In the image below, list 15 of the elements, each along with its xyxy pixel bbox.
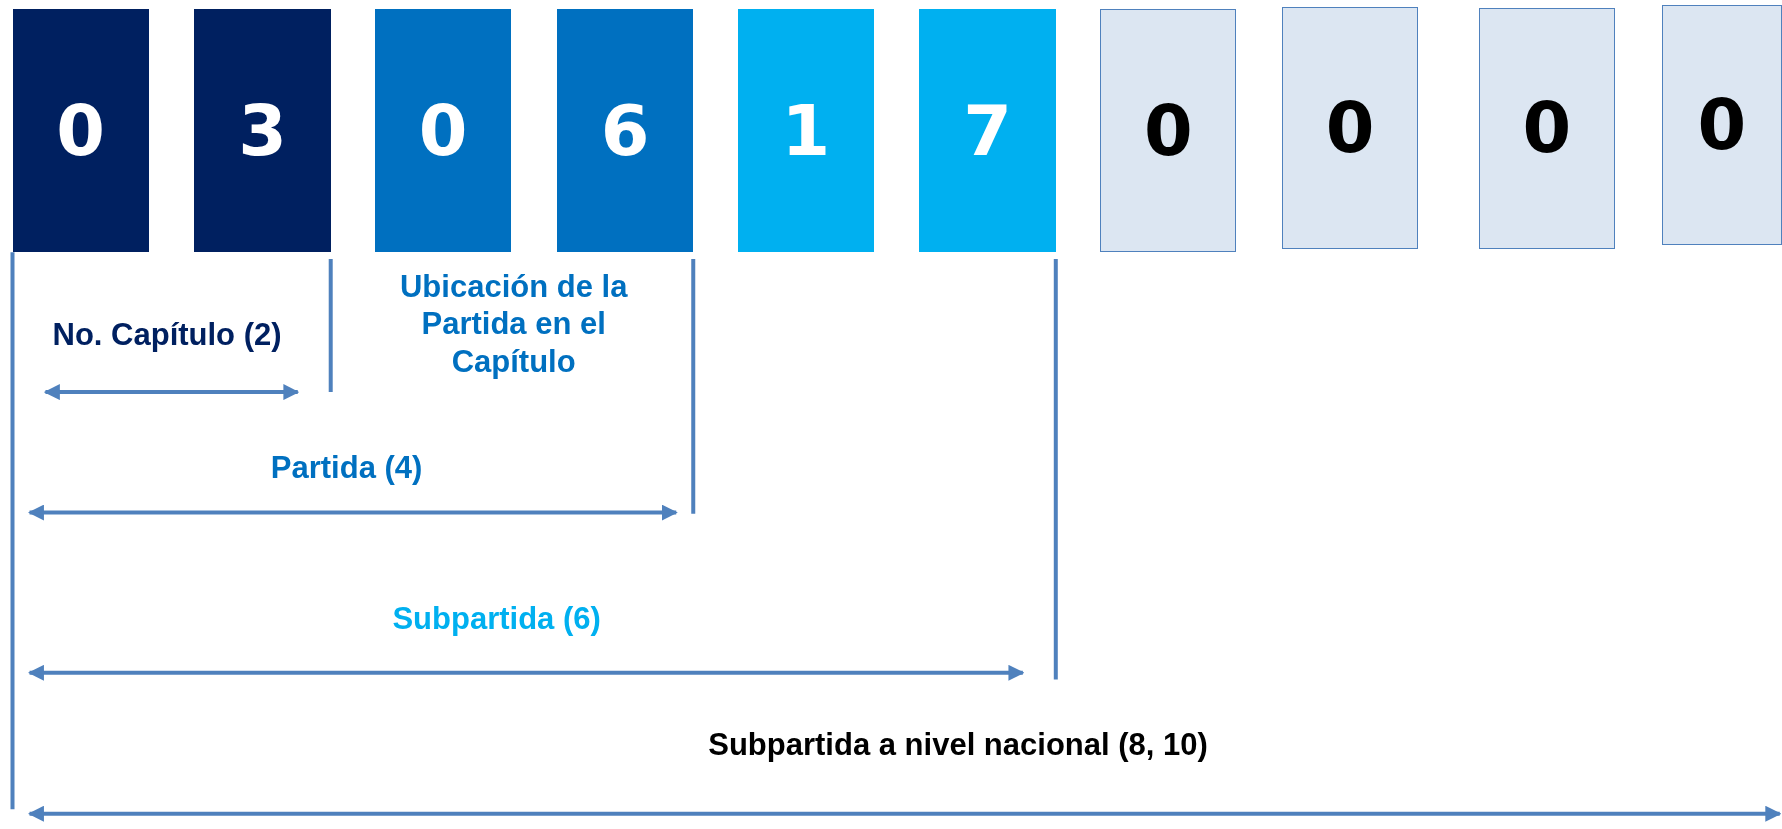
digit-box: 0 [1478, 7, 1615, 249]
digit-box: 0 [12, 9, 149, 253]
dimension-label: Subpartida (6) [391, 600, 602, 638]
digit-box: 7 [919, 9, 1056, 253]
digit-box: 0 [1661, 4, 1782, 246]
digit-box: 0 [375, 9, 512, 253]
dimension-label: Subpartida a nivel nacional (8, 10) [707, 726, 1209, 764]
dimension-label: Partida (4) [269, 448, 424, 487]
digit-box: 0 [1100, 9, 1237, 253]
digit-box: 3 [194, 9, 331, 253]
digit-box: 0 [1281, 6, 1419, 249]
digit-box: 1 [737, 9, 874, 253]
dimension-label: Ubicación de la Partida en el Capítulo [398, 268, 629, 380]
dimension-label: No. Capítulo (2) [51, 315, 283, 354]
digit-box: 6 [556, 9, 694, 253]
